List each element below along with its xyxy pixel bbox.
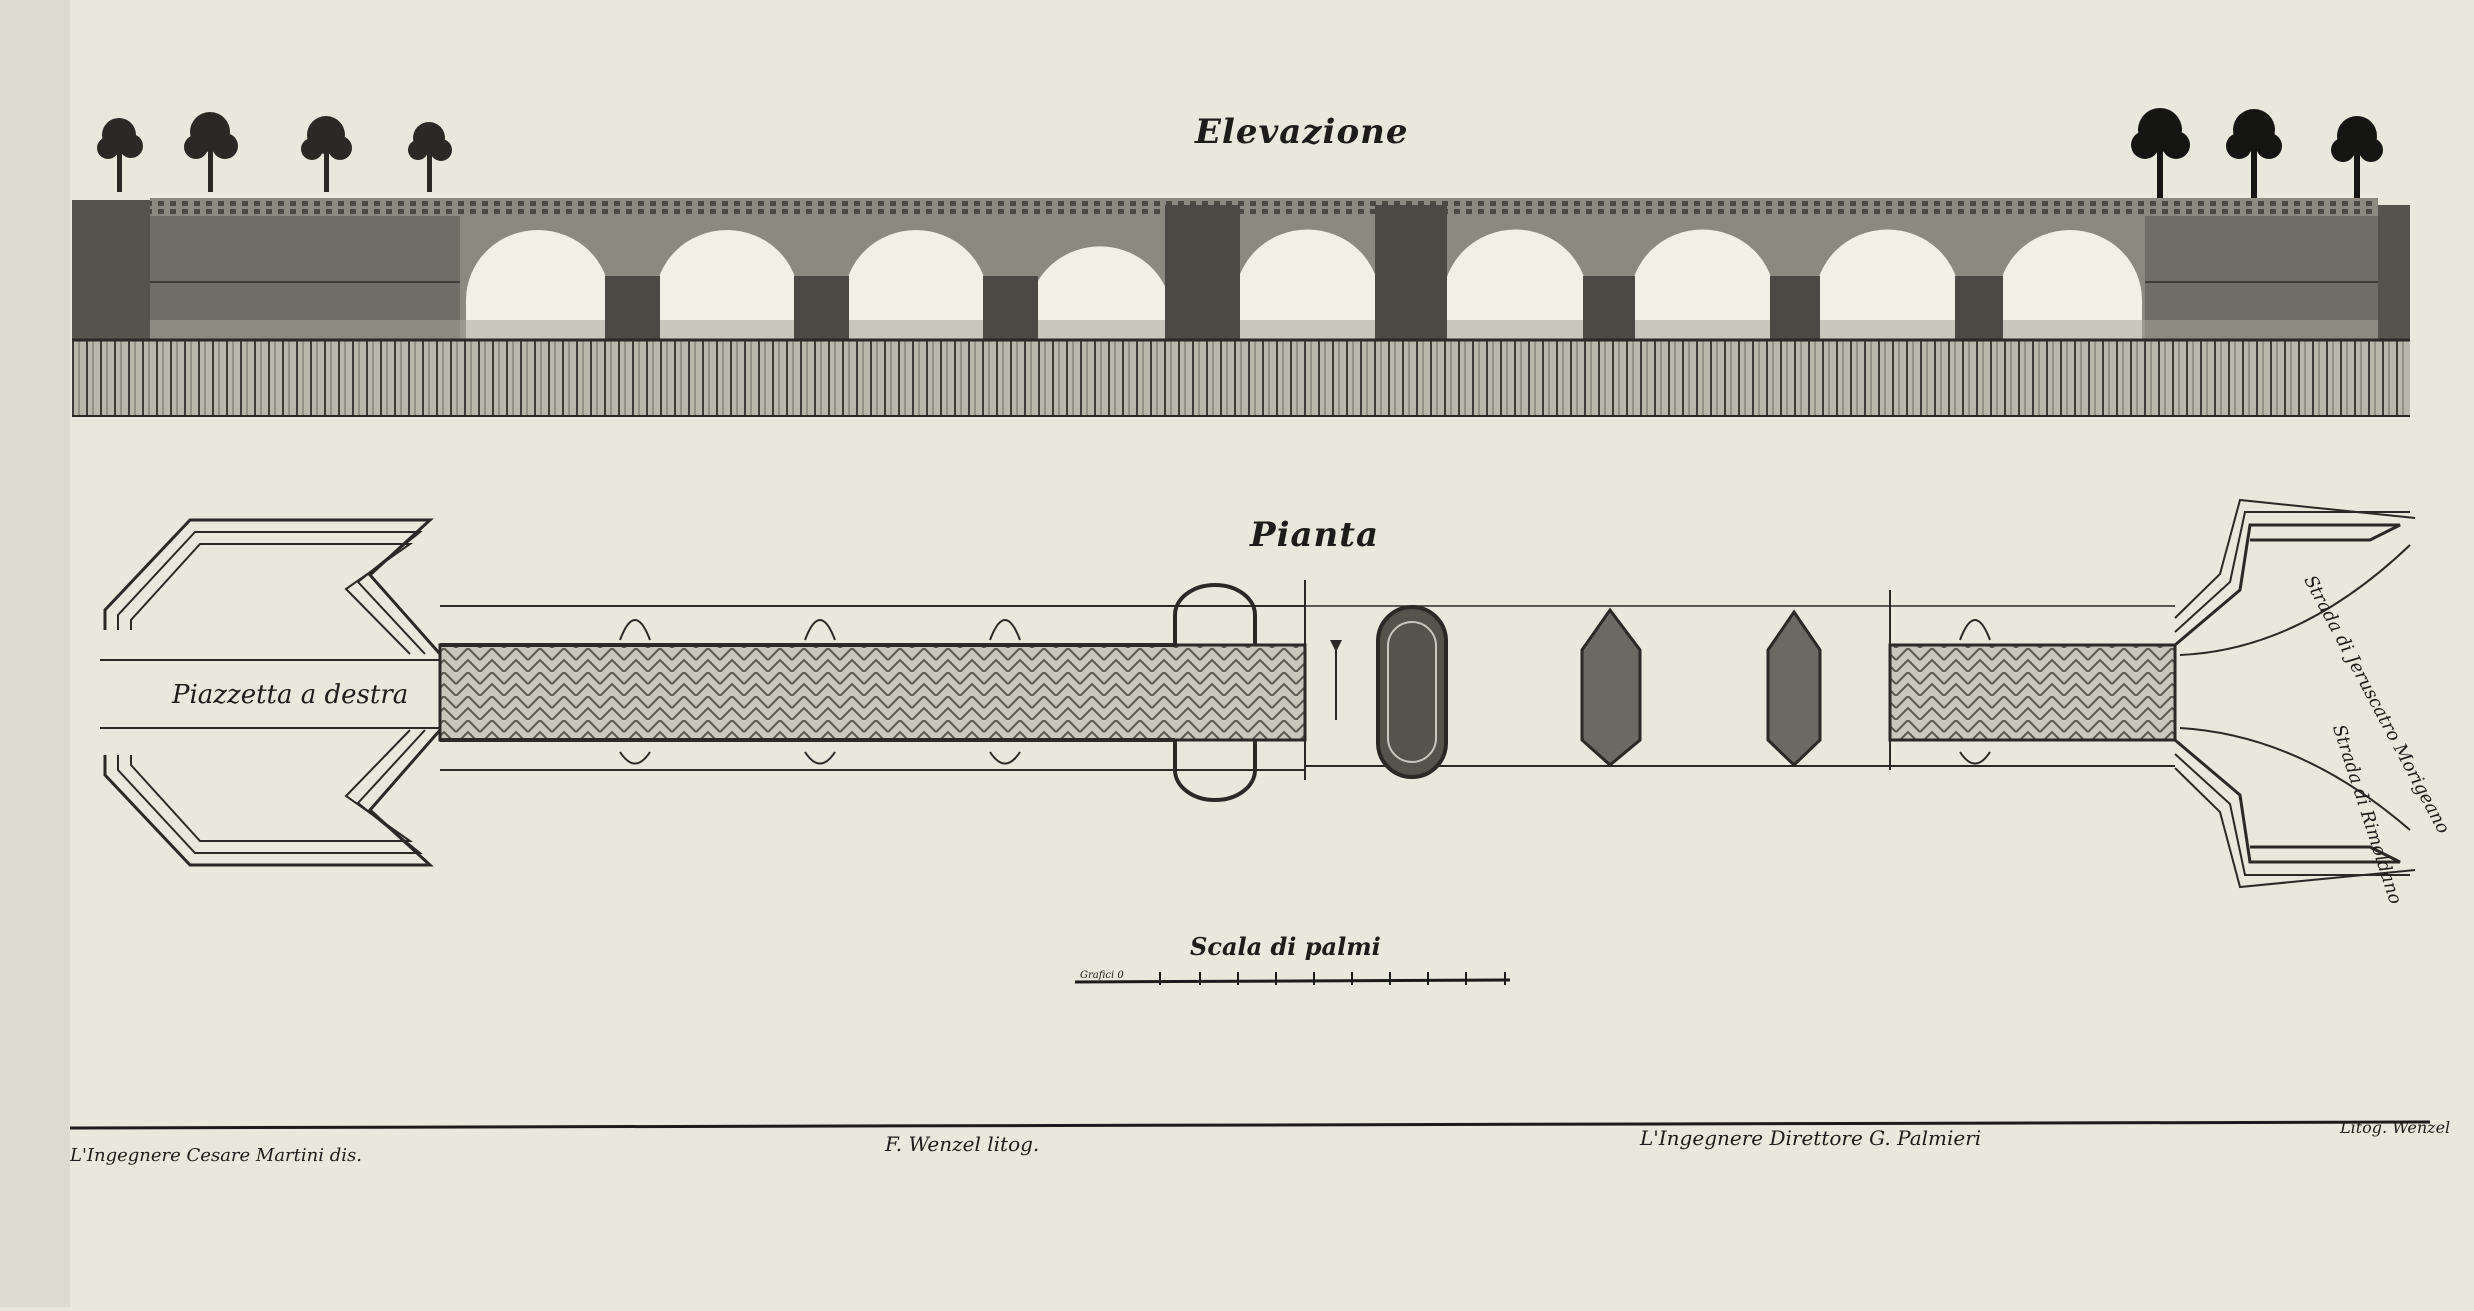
- cornice: [150, 198, 2378, 216]
- bottom-frame-line: [69, 1120, 2431, 1130]
- arch: [466, 230, 610, 343]
- pier-projection: [1173, 583, 1257, 645]
- cutwaters: [619, 619, 1991, 765]
- tree: [184, 112, 238, 192]
- pier-plan: [1766, 609, 1822, 768]
- scale-title: Scala di palmi: [1190, 932, 1381, 961]
- scale-start-label: Grafici 0: [1080, 970, 1124, 981]
- elevation-view: [72, 108, 2410, 417]
- right-wing-lower: [2174, 738, 2401, 864]
- tree: [2226, 109, 2282, 202]
- tree: [408, 122, 452, 192]
- left-wing-lower: [103, 729, 442, 867]
- piazzetta-label: Piazzetta a destra: [172, 680, 409, 710]
- arch: [1235, 229, 1380, 343]
- plan-title: Pianta: [1250, 515, 1379, 555]
- right-embankment: [2378, 205, 2410, 340]
- tree-row-right: [2131, 108, 2383, 202]
- central-pier-plan: [1376, 605, 1448, 779]
- scale-bar[interactable]: [1074, 972, 1511, 985]
- arch: [1998, 230, 2142, 343]
- tree: [2131, 108, 2190, 202]
- arch-openings: [466, 229, 2142, 343]
- tree: [301, 116, 352, 192]
- credit-lithographer: F. Wenzel litog.: [885, 1132, 1040, 1156]
- arch: [844, 230, 988, 343]
- central-pier-right: [1375, 205, 1447, 343]
- credit-printer: Litog. Wenzel: [2340, 1118, 2451, 1137]
- pier-projection: [1173, 740, 1257, 802]
- paved-carriageway-left: [438, 643, 1307, 742]
- arch: [1630, 229, 1775, 343]
- plan-view: [100, 498, 2416, 889]
- elevation-title: Elevazione: [1195, 112, 1409, 152]
- tree-row-left: [97, 112, 452, 192]
- piers: [605, 205, 2003, 343]
- arch: [1815, 229, 1960, 343]
- left-wing-upper: [103, 518, 442, 655]
- left-embankment: [72, 200, 150, 340]
- right-wing-upper: [2174, 523, 2401, 647]
- timber-foundation: [72, 340, 2410, 416]
- tree: [2331, 116, 2383, 202]
- page-edge: [0, 0, 70, 1307]
- tree: [97, 118, 143, 192]
- arch: [1443, 229, 1588, 343]
- central-pier-left: [1165, 205, 1240, 343]
- pier-plan: [1580, 607, 1642, 767]
- paved-carriageway-right: [1888, 643, 2177, 742]
- credit-director: L'Ingegnere Direttore G. Palmieri: [1640, 1126, 1982, 1150]
- arch: [655, 230, 799, 343]
- credit-draftsman: L'Ingegnere Cesare Martini dis.: [70, 1145, 362, 1166]
- arch: [1030, 246, 1170, 343]
